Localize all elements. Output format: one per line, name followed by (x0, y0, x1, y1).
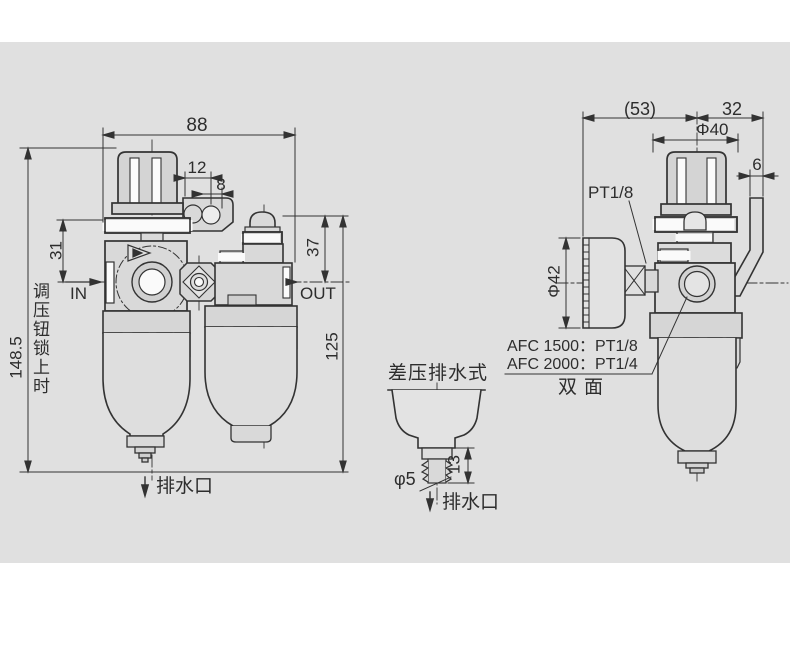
pt18-label: PT1/8 (588, 183, 634, 202)
dim-top-37-label: 37 (303, 238, 323, 257)
dim-53-32 (582, 111, 764, 237)
dim-phi42 (558, 237, 581, 329)
afc1500-note: AFC 1500：PT1/8 (507, 338, 638, 355)
regulator-knob (111, 151, 184, 215)
dim-phi40-label: Φ40 (696, 120, 729, 139)
dim-body-125 (339, 215, 347, 473)
bowl-section (387, 389, 486, 484)
in-label: IN (70, 284, 87, 303)
leader-pt18 (628, 200, 647, 264)
side-drain-valve (677, 450, 717, 474)
both-sides-note: 双面 (558, 377, 611, 398)
sight-window (105, 261, 115, 304)
centerlines-front (57, 139, 351, 481)
dim-width-label: 88 (186, 115, 208, 136)
barbed-drain (420, 458, 454, 484)
lock-ring (102, 217, 193, 242)
dim-length-13 (447, 447, 475, 484)
dim-phi5-label: φ5 (394, 469, 416, 489)
oil-dome (249, 211, 276, 231)
dim-bracket-12 (173, 171, 223, 205)
dim-53-label: (53) (623, 99, 656, 119)
flow-arrow-icon (127, 244, 152, 262)
front-view (19, 127, 351, 497)
detail-title: 差压排水式 (388, 363, 489, 384)
drain-arrow-detail (426, 491, 434, 511)
side-view (504, 111, 789, 483)
gauge-stub (644, 269, 659, 293)
dim-bracket-label: 12 (187, 158, 207, 177)
afc2000-note: AFC 2000：PT1/4 (507, 356, 638, 373)
dim-32-label: 32 (721, 99, 743, 119)
side-knob (660, 151, 732, 216)
side-lock-ring (652, 211, 740, 244)
filter-bowl (102, 310, 191, 463)
side-body (654, 242, 736, 314)
dim-height-148-5 (19, 147, 349, 473)
filter-regulator-body (104, 240, 189, 319)
side-bowl (649, 312, 743, 474)
leader-phi5 (419, 476, 452, 492)
dim-total-height-label: 148.5 (6, 336, 26, 379)
dim-phi40 (652, 133, 739, 153)
out-label: OUT (300, 284, 336, 303)
lubricator (214, 211, 293, 306)
drain-label-detail: 排水口 (442, 492, 500, 513)
gauge-connector (622, 265, 646, 296)
connector-block (179, 262, 219, 302)
afc-note-lines (504, 296, 688, 375)
drain-label-front: 排水口 (156, 476, 214, 497)
drain-arrow-front (141, 476, 149, 497)
dim-phi42-label: Φ42 (544, 265, 564, 298)
dim-6-label: 6 (752, 155, 762, 174)
in-arrow (65, 278, 102, 286)
dim-top-37 (282, 215, 349, 283)
dim-width-88 (102, 127, 296, 263)
pressure-gauge (582, 237, 659, 329)
dim-hole-8 (191, 187, 234, 209)
lubricator-bowl (204, 305, 298, 443)
dim-body-125-label: 125 (322, 332, 342, 361)
dim-13-label: 13 (444, 455, 464, 474)
drain-detail-view (387, 382, 486, 511)
dim-inlet-31 (56, 219, 104, 283)
dim-inlet-label: 31 (46, 241, 66, 260)
dim-bracket-6 (736, 169, 779, 197)
knob-locked-note: 调压钮锁上时 (30, 282, 49, 396)
drain-valve (126, 435, 165, 463)
dim-hole-label: 8 (216, 175, 226, 194)
